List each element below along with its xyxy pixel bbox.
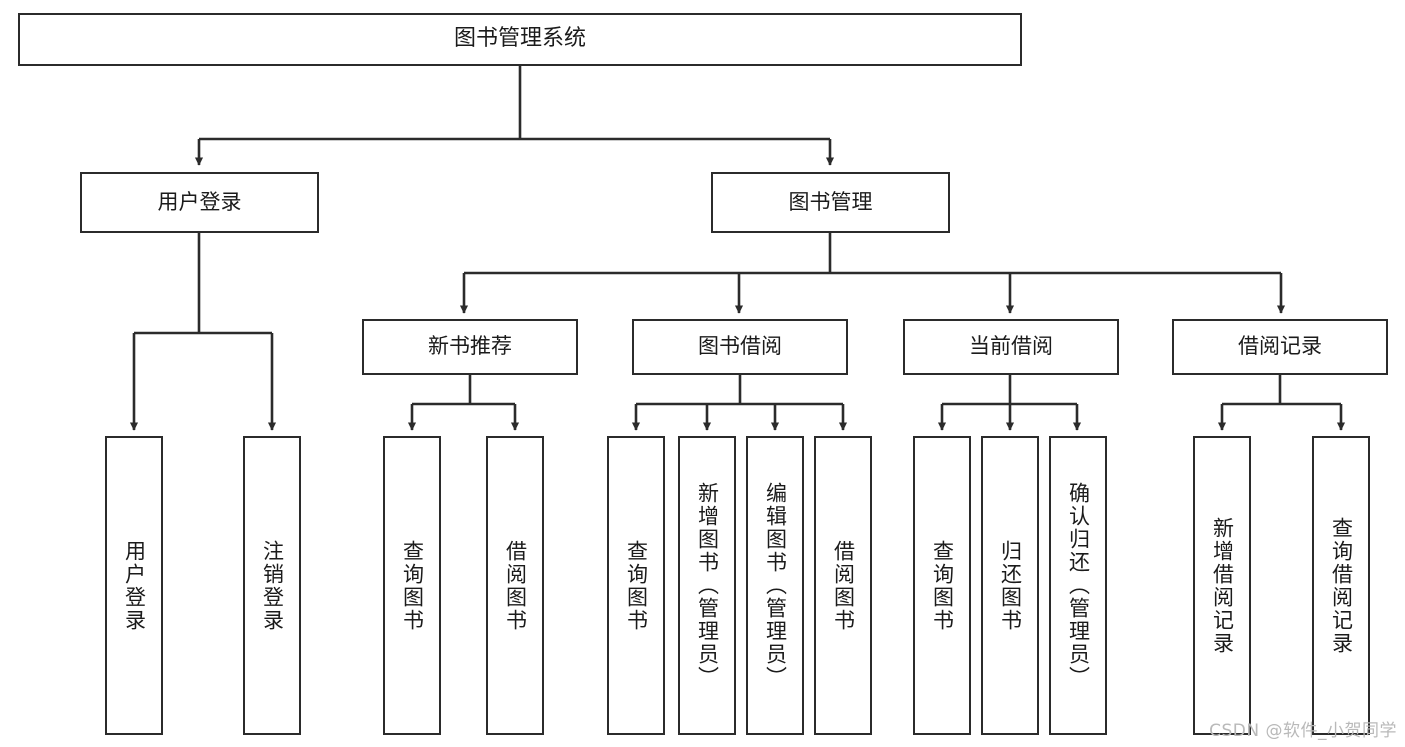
leaf-current-return-book[interactable]: 归还图书	[981, 436, 1039, 735]
leaf-new-book-borrow[interactable]: 借阅图书	[486, 436, 544, 735]
leaf-new-book-query[interactable]: 查询图书	[383, 436, 441, 735]
leaf-record-add-label: 新增借阅记录	[1210, 516, 1235, 655]
node-book-management-label: 图书管理	[788, 189, 873, 214]
leaf-borrow-query-book-inner: 查询图书	[609, 438, 663, 733]
leaf-user-login-signout-label: 注销登录	[260, 539, 285, 632]
leaf-record-query[interactable]: 查询借阅记录	[1312, 436, 1370, 735]
leaf-current-query-book-inner: 查询图书	[915, 438, 969, 733]
leaf-user-login-signin[interactable]: 用户登录	[105, 436, 163, 735]
leaf-current-confirm-return-admin[interactable]: 确认归还（管理员）	[1049, 436, 1107, 735]
leaf-record-query-inner: 查询借阅记录	[1314, 438, 1368, 733]
leaf-current-return-book-label: 归还图书	[998, 539, 1023, 632]
leaf-current-return-book-inner: 归还图书	[983, 438, 1037, 733]
leaf-borrow-query-book[interactable]: 查询图书	[607, 436, 665, 735]
leaf-borrow-query-book-label: 查询图书	[624, 539, 649, 632]
leaf-user-login-signout[interactable]: 注销登录	[243, 436, 301, 735]
leaf-borrow-borrow-book-label: 借阅图书	[831, 539, 856, 632]
node-new-book-recommend-label: 新书推荐	[428, 334, 512, 359]
leaf-user-login-signin-label: 用户登录	[122, 539, 147, 632]
leaf-current-confirm-return-admin-inner: 确认归还（管理员）	[1051, 438, 1105, 733]
leaf-record-query-label: 查询借阅记录	[1329, 516, 1354, 655]
node-current-borrow-label: 当前借阅	[969, 334, 1053, 359]
leaf-borrow-edit-book-admin-label: 编辑图书（管理员）	[763, 482, 788, 689]
leaf-current-query-book[interactable]: 查询图书	[913, 436, 971, 735]
node-root-system[interactable]: 图书管理系统	[18, 13, 1022, 66]
node-root-system-label: 图书管理系统	[453, 26, 586, 52]
leaf-borrow-add-book-admin[interactable]: 新增图书（管理员）	[678, 436, 736, 735]
node-book-borrow[interactable]: 图书借阅	[632, 319, 848, 375]
leaf-current-query-book-label: 查询图书	[930, 539, 955, 632]
node-current-borrow[interactable]: 当前借阅	[903, 319, 1119, 375]
node-borrow-record-label: 借阅记录	[1238, 334, 1322, 359]
node-user-login[interactable]: 用户登录	[80, 172, 319, 233]
leaf-borrow-edit-book-admin-inner: 编辑图书（管理员）	[748, 438, 802, 733]
node-new-book-recommend[interactable]: 新书推荐	[362, 319, 578, 375]
leaf-borrow-edit-book-admin[interactable]: 编辑图书（管理员）	[746, 436, 804, 735]
leaf-borrow-add-book-admin-label: 新增图书（管理员）	[695, 482, 720, 689]
leaf-new-book-query-inner: 查询图书	[385, 438, 439, 733]
node-book-management[interactable]: 图书管理	[711, 172, 950, 233]
leaf-new-book-query-label: 查询图书	[400, 539, 425, 632]
leaf-user-login-signin-inner: 用户登录	[107, 438, 161, 733]
leaf-record-add-inner: 新增借阅记录	[1195, 438, 1249, 733]
leaf-new-book-borrow-inner: 借阅图书	[488, 438, 542, 733]
leaf-borrow-borrow-book[interactable]: 借阅图书	[814, 436, 872, 735]
leaf-record-add[interactable]: 新增借阅记录	[1193, 436, 1251, 735]
leaf-borrow-borrow-book-inner: 借阅图书	[816, 438, 870, 733]
leaf-borrow-add-book-admin-inner: 新增图书（管理员）	[680, 438, 734, 733]
leaf-new-book-borrow-label: 借阅图书	[503, 539, 528, 632]
node-book-borrow-label: 图书借阅	[698, 334, 782, 359]
leaf-current-confirm-return-admin-label: 确认归还（管理员）	[1066, 482, 1091, 689]
node-borrow-record[interactable]: 借阅记录	[1172, 319, 1388, 375]
leaf-user-login-signout-inner: 注销登录	[245, 438, 299, 733]
node-user-login-label: 用户登录	[157, 189, 242, 214]
